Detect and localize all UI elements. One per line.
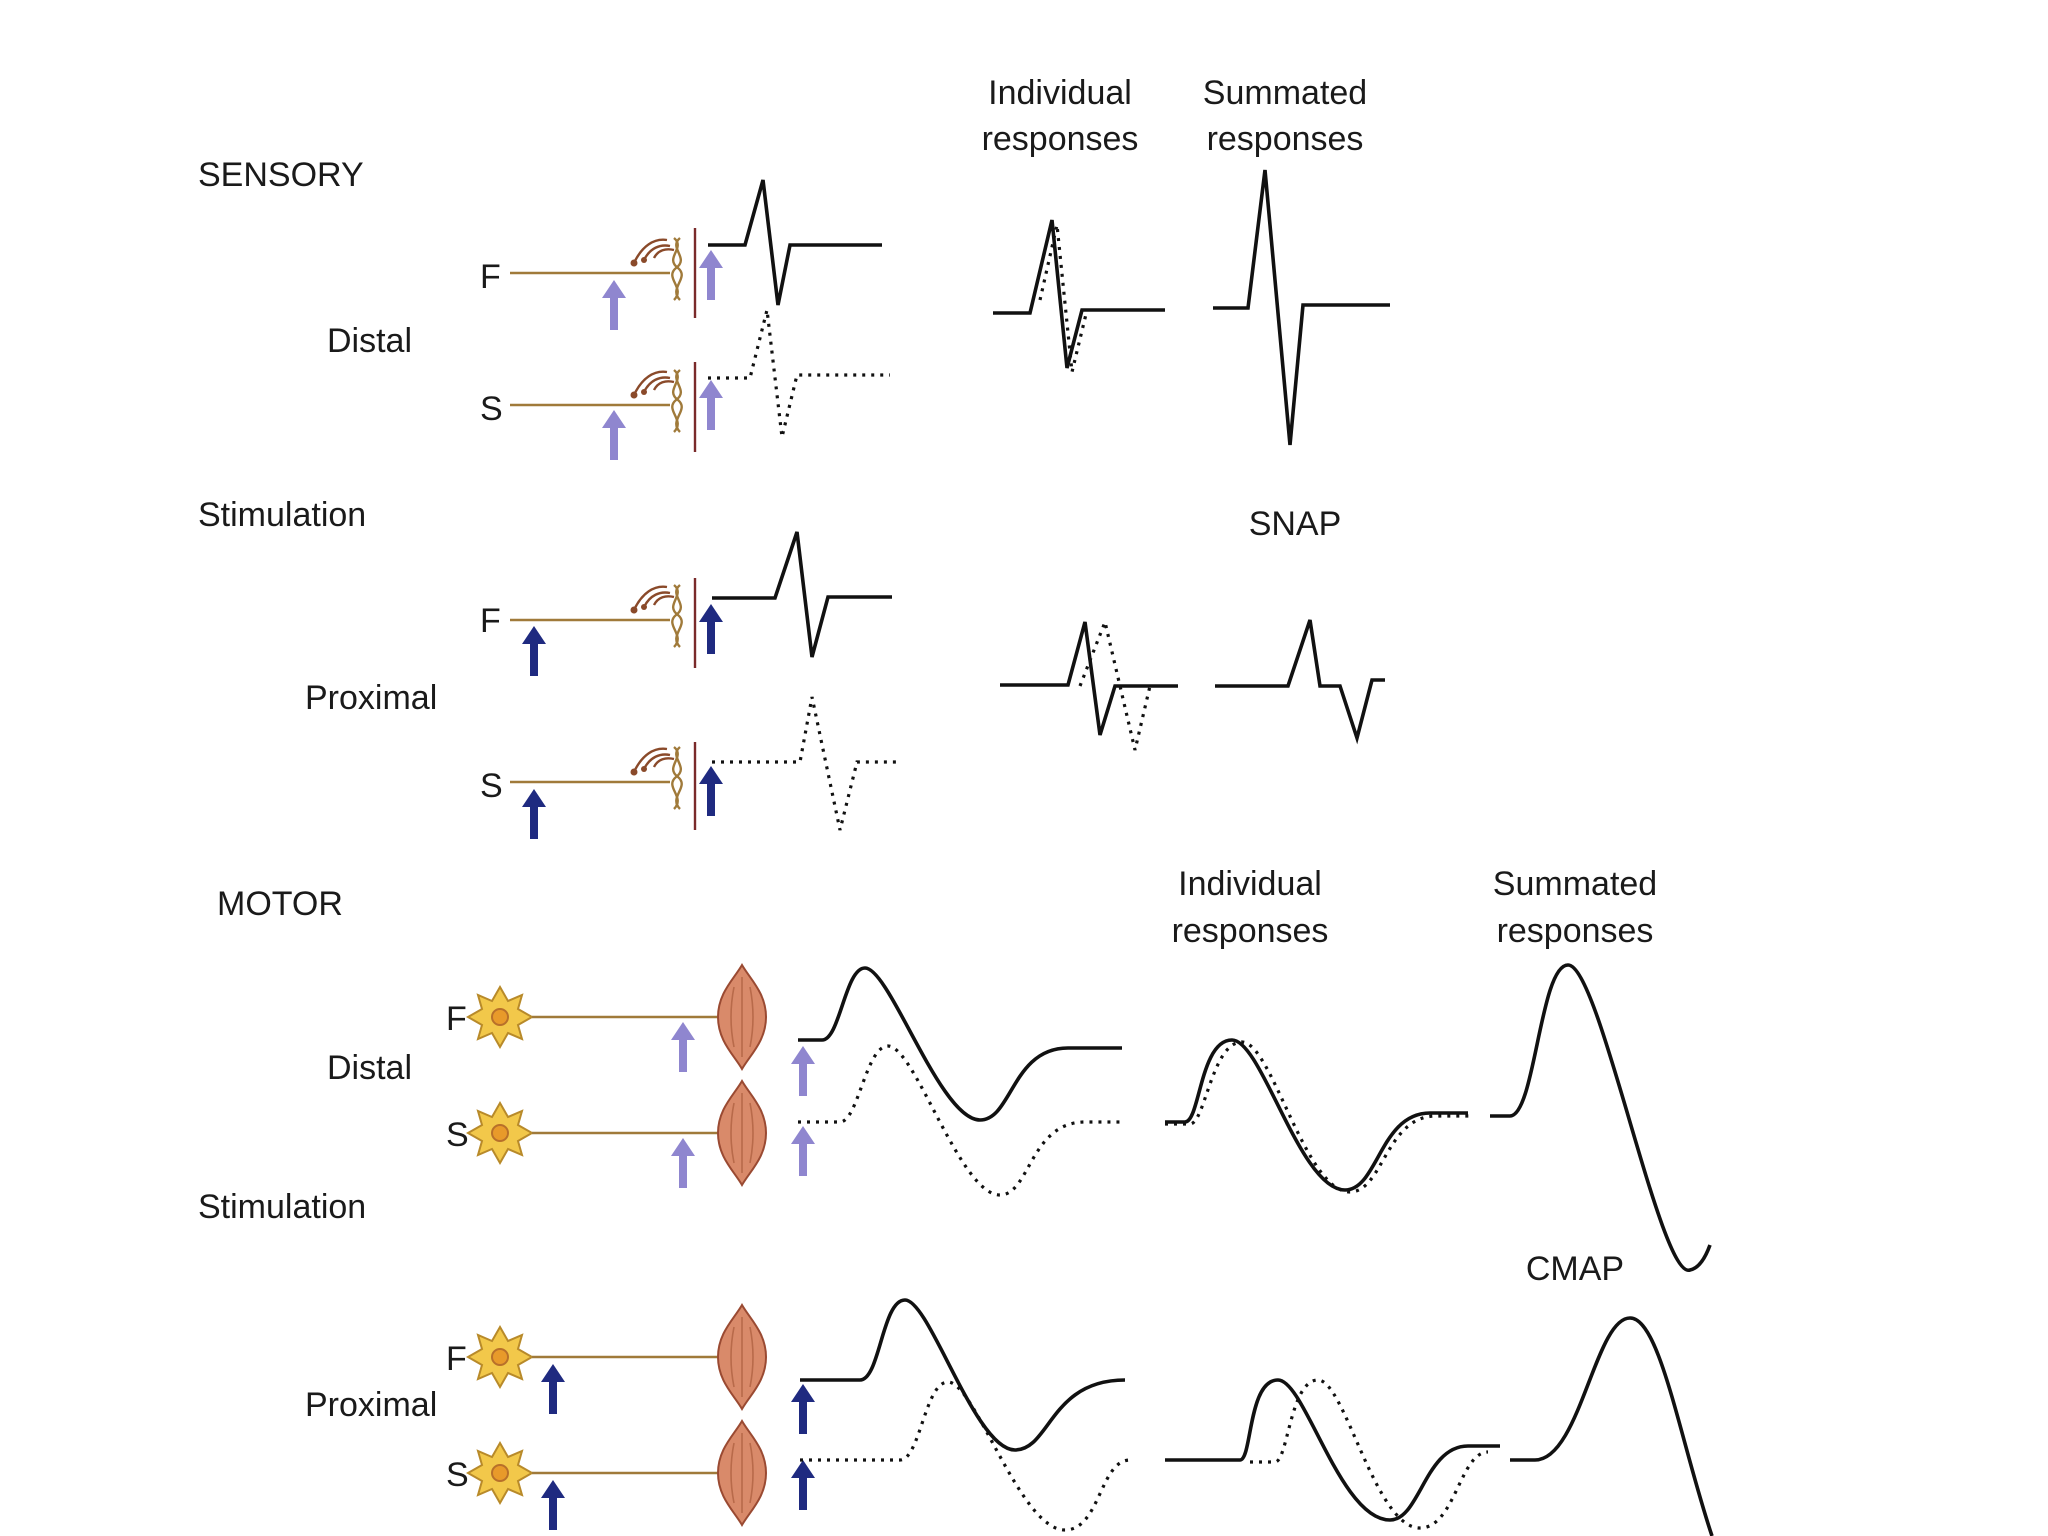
sensory-proximal-fast-label: F: [480, 602, 501, 640]
motor-distal-label: Distal: [327, 1049, 412, 1087]
sensory-receptor-icon: [629, 236, 683, 302]
motor-stimulation-label: Stimulation: [198, 1188, 366, 1226]
motor-summated-header: Summated: [1493, 865, 1657, 903]
arrow-up-icon: [791, 1460, 815, 1510]
motor-distal-slow-trace: [798, 1044, 1122, 1197]
arrow-up-icon: [602, 410, 626, 460]
motor-individual-header: Individual: [1178, 865, 1322, 903]
arrow-up-icon: [699, 604, 723, 654]
arrow-up-icon: [541, 1480, 565, 1530]
motor-proximal-individual-slow: [1250, 1378, 1489, 1530]
sensory-proximal-label: Proximal: [305, 679, 437, 717]
arrow-up-icon: [699, 766, 723, 816]
motor-individual-header-2: responses: [1172, 912, 1329, 950]
sensory-proximal-slow-label: S: [480, 767, 503, 805]
arrow-up-icon: [699, 380, 723, 430]
sensory-stimulation-label: Stimulation: [198, 496, 366, 534]
arrow-up-icon: [522, 626, 546, 676]
motor-distal-individual-slow: [1165, 1040, 1470, 1194]
motor-distal-individual-fast: [1165, 1038, 1468, 1192]
motor-distal-slow-label: S: [446, 1116, 469, 1154]
motor-proximal-summated-trace: [1510, 1316, 1714, 1536]
sensory-individual-header-2: responses: [982, 120, 1139, 158]
motor-heading: MOTOR: [217, 885, 343, 923]
arrow-up-icon: [671, 1138, 695, 1188]
muscle-fiber-icon: [717, 1304, 767, 1410]
arrow-up-icon: [791, 1126, 815, 1176]
snap-label: SNAP: [1249, 505, 1342, 543]
motor-proximal-individual-fast: [1165, 1378, 1500, 1522]
arrow-up-icon: [522, 789, 546, 839]
motor-distal-fast-label: F: [446, 1000, 467, 1038]
muscle-fiber-icon: [717, 964, 767, 1070]
arrow-up-icon: [541, 1364, 565, 1414]
arrow-up-icon: [699, 250, 723, 300]
motor-distal-fast-trace: [798, 966, 1122, 1122]
sensory-distal-slow-label: S: [480, 390, 503, 428]
arrow-up-icon: [791, 1046, 815, 1096]
motor-neuron-icon: [467, 986, 533, 1048]
motor-summated-header-2: responses: [1497, 912, 1654, 950]
sensory-proximal-individual-fast: [1000, 621, 1178, 736]
sensory-summated-header: Summated: [1203, 74, 1367, 112]
motor-neuron-icon: [467, 1326, 533, 1388]
motor-neuron-icon: [467, 1102, 533, 1164]
sensory-distal-fast-label: F: [480, 258, 501, 296]
motor-section: MOTOR Distal Stimulation Proximal Indivi…: [198, 865, 1714, 1536]
sensory-distal-fast-trace: [708, 179, 882, 306]
sensory-summated-header-2: responses: [1207, 120, 1364, 158]
sensory-distal-summated-trace: [1213, 169, 1390, 446]
motor-proximal-slow-label: S: [446, 1456, 469, 1494]
sensory-distal-individual-slow: [1038, 224, 1089, 373]
muscle-fiber-icon: [717, 1080, 767, 1186]
motor-proximal-fast-trace: [800, 1298, 1126, 1452]
sensory-heading: SENSORY: [198, 156, 364, 194]
motor-proximal-fast-label: F: [446, 1340, 467, 1378]
sensory-proximal-fast-trace: [712, 531, 892, 658]
arrow-up-icon: [671, 1022, 695, 1072]
sensory-section: SENSORY Distal Stimulation Proximal Indi…: [198, 74, 1390, 839]
motor-proximal-label: Proximal: [305, 1386, 437, 1424]
sensory-distal-slow-trace: [708, 309, 890, 438]
motor-neuron-icon: [467, 1442, 533, 1504]
arrow-up-icon: [602, 280, 626, 330]
sensory-proximal-slow-trace: [712, 696, 897, 831]
sensory-distal-individual-fast: [993, 219, 1165, 369]
sensory-proximal-summated-trace: [1215, 619, 1385, 745]
sensory-receptor-icon: [629, 368, 683, 434]
sensory-individual-header: Individual: [988, 74, 1132, 112]
sensory-distal-label: Distal: [327, 322, 412, 360]
sensory-receptor-icon: [629, 745, 683, 811]
arrow-up-icon: [791, 1384, 815, 1434]
motor-proximal-slow-trace: [800, 1380, 1131, 1532]
muscle-fiber-icon: [717, 1420, 767, 1526]
motor-distal-summated-trace: [1490, 963, 1712, 1272]
cmap-label: CMAP: [1526, 1250, 1624, 1288]
sensory-receptor-icon: [629, 583, 683, 649]
